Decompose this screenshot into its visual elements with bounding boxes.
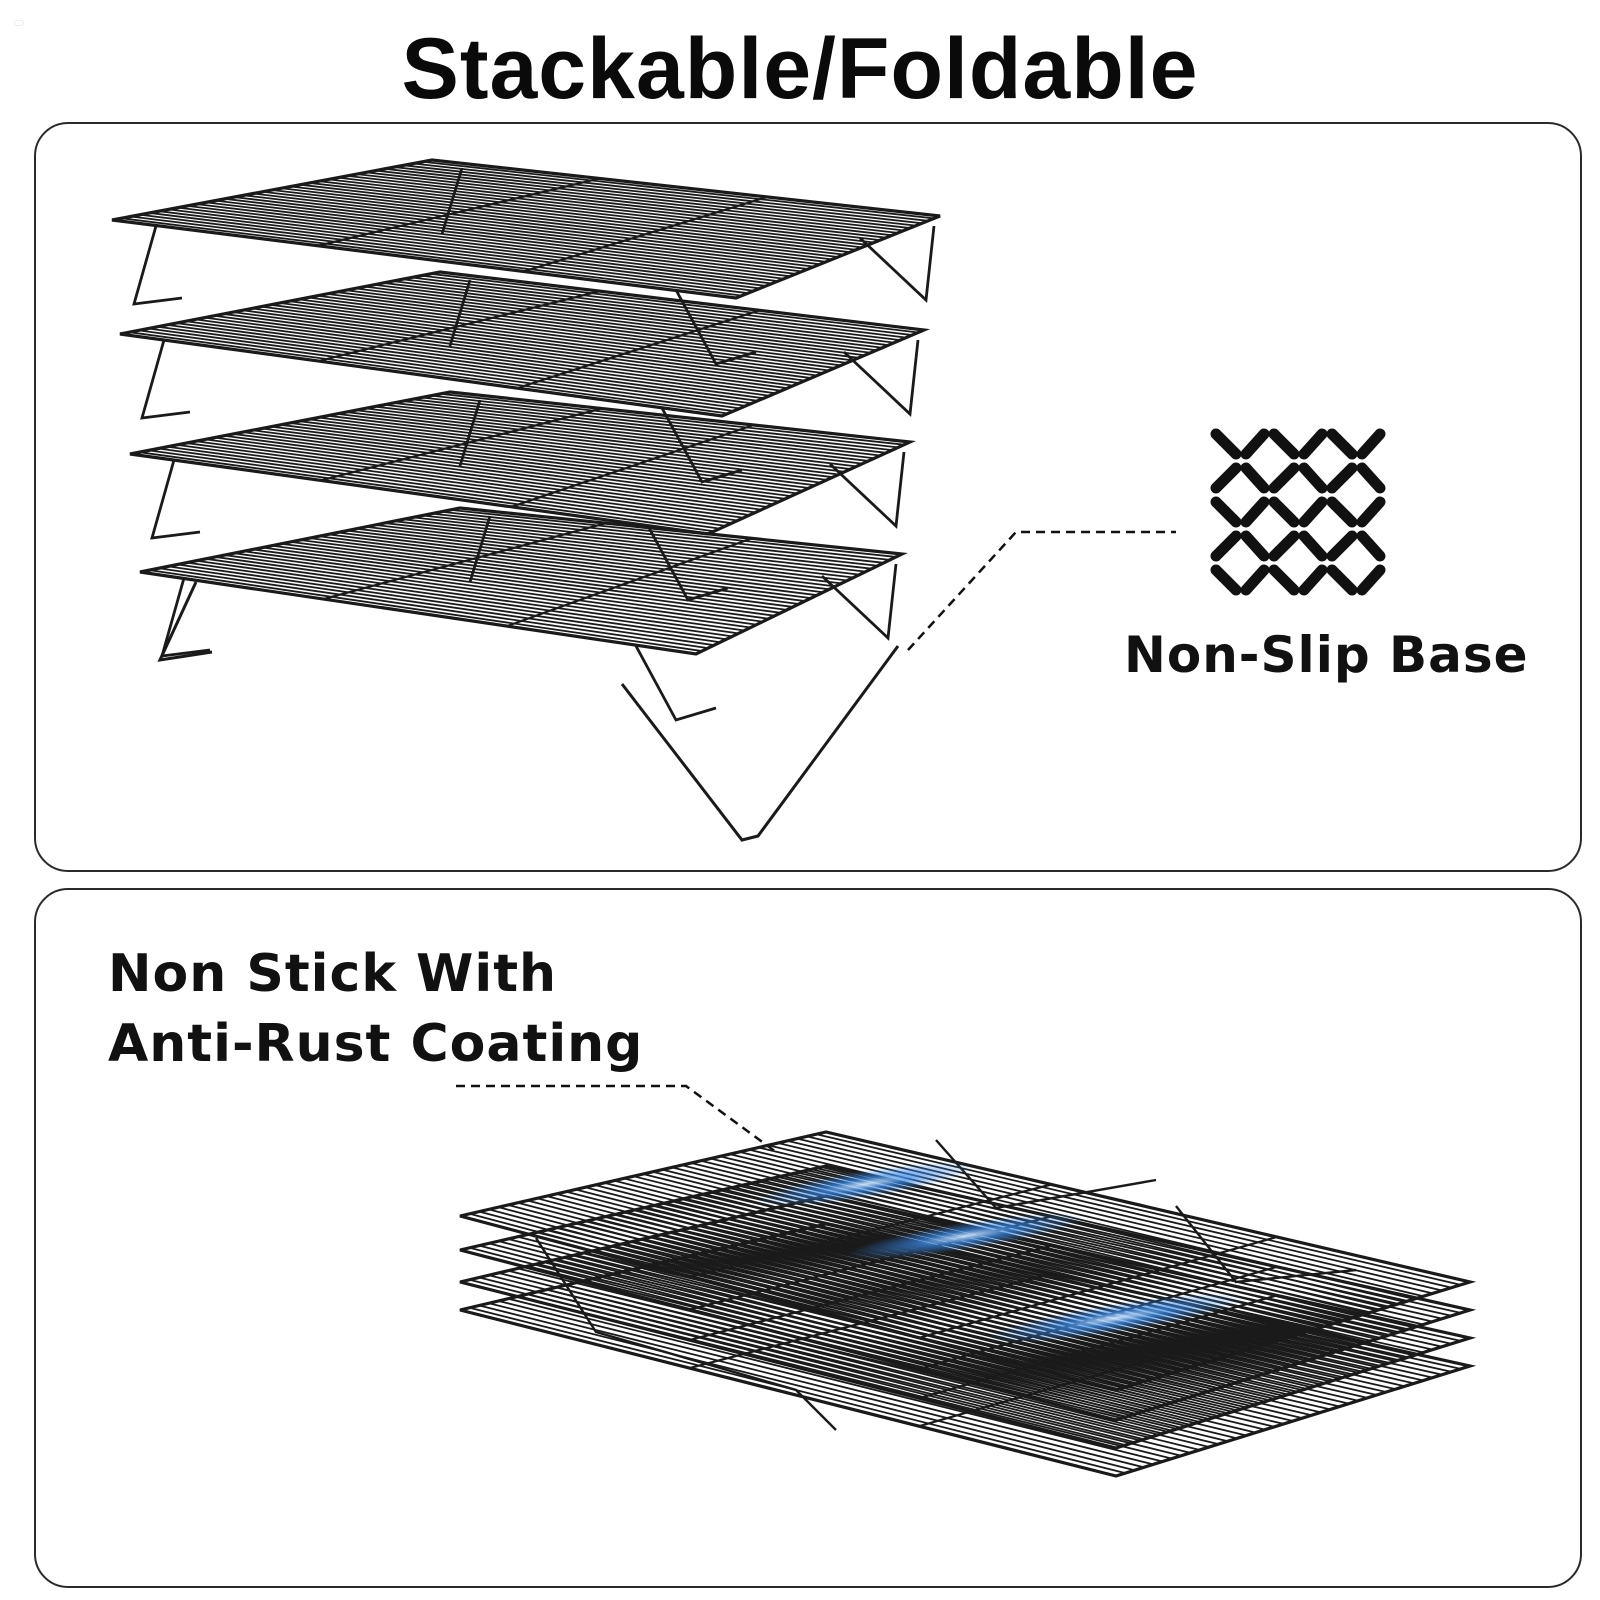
- coating-leader-line: [456, 1084, 777, 1154]
- coating-label-line2: Anti-Rust Coating: [108, 1014, 644, 1074]
- coating-highlight: [757, 1161, 1245, 1344]
- wire-rack-3: [129, 390, 916, 602]
- coating-panel: Non Stick With Anti-Rust Coating: [34, 888, 1582, 1588]
- wire-rack-1: [111, 158, 941, 366]
- stackable-panel: Non-Slip Base: [34, 122, 1582, 872]
- wire-rack-4: [139, 506, 908, 722]
- non-slip-label: Non-Slip Base: [1124, 626, 1529, 684]
- leader-line: [907, 530, 1176, 651]
- folded-racks-illustration: [456, 1084, 1477, 1478]
- coating-label-line1: Non Stick With: [108, 944, 558, 1004]
- wire-rack-2: [119, 270, 931, 484]
- rack-legs: [160, 515, 898, 722]
- base-legs: [157, 581, 900, 842]
- stacked-racks-illustration: [111, 158, 1176, 842]
- watermark: [14, 20, 24, 26]
- page-title: Stackable/Foldable: [401, 21, 1199, 117]
- non-slip-texture-icon: [1210, 428, 1386, 596]
